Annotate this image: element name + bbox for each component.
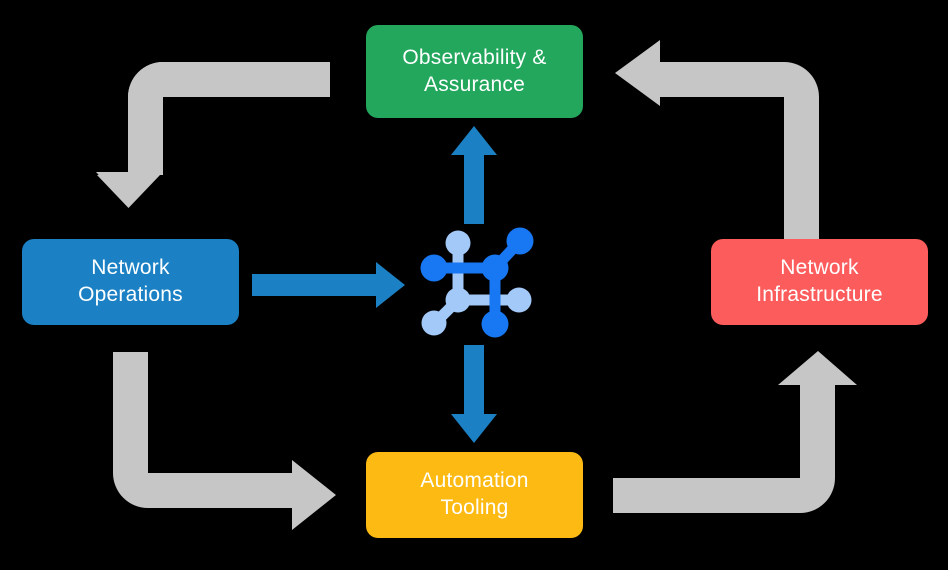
- node-infrastructure-label: Network Infrastructure: [756, 256, 883, 306]
- node-automation-label: Automation Tooling: [420, 469, 529, 519]
- node-network-infrastructure[interactable]: Network Infrastructure: [711, 239, 928, 325]
- blue-arrow-down: [451, 345, 497, 443]
- node-network-operations[interactable]: Network Operations: [22, 239, 239, 325]
- blue-arrow-up: [451, 126, 497, 224]
- node-observability-label: Observability & Assurance: [402, 45, 547, 96]
- gray-arrow-operations-to-automation: [113, 352, 336, 530]
- node-automation-tooling[interactable]: Automation Tooling: [366, 452, 583, 538]
- blue-arrow-right: [252, 262, 405, 308]
- gray-arrow-observability-to-operations-shape: [97, 62, 330, 208]
- node-observability-assurance[interactable]: Observability & Assurance: [366, 25, 583, 118]
- network-icon-edges: [429, 236, 525, 331]
- gray-arrow-automation-to-infrastructure: [613, 351, 857, 513]
- gray-arrow-infrastructure-to-observability: [615, 40, 819, 240]
- network-icon-nodes: [420, 227, 534, 338]
- node-operations-label: Network Operations: [78, 256, 183, 306]
